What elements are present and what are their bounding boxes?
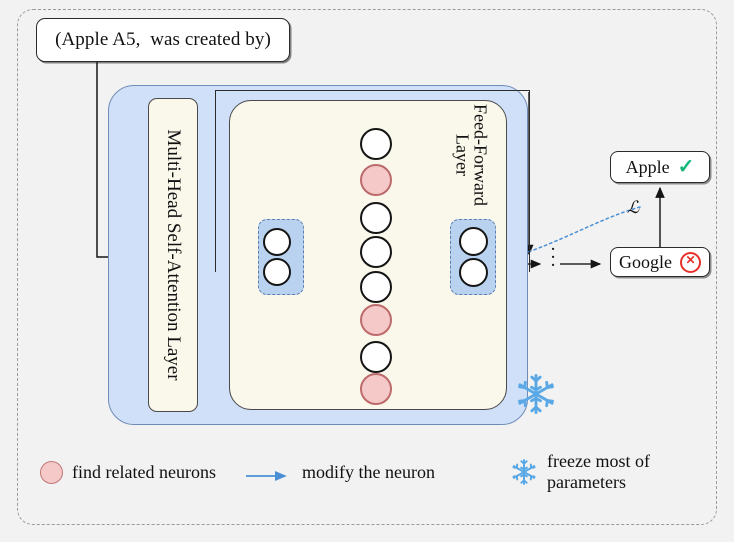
hidden-neuron-4[interactable] (360, 236, 392, 268)
input-neuron-1[interactable] (263, 228, 291, 256)
legend-label-modify: modify the neuron (302, 461, 435, 482)
correct-output-box[interactable]: Apple ✓ (610, 151, 710, 183)
ffn-label-line1: Feed-Forward (470, 104, 491, 206)
snowflake-icon (514, 372, 558, 416)
legend-item-modify-neuron: modify the neuron (245, 455, 435, 489)
attention-layer-label: Multi-Head Self-Attention Layer (163, 129, 184, 381)
hidden-neuron-5[interactable] (360, 271, 392, 303)
multi-head-self-attention-layer[interactable]: Multi-Head Self-Attention Layer (148, 98, 198, 412)
legend-label-freeze: freeze most of parameters (547, 451, 650, 492)
hidden-neuron-7[interactable] (360, 341, 392, 373)
incorrect-output-label: Google (619, 251, 672, 272)
ffn-label-line2: Layer (452, 134, 472, 176)
residual-connection-path (215, 90, 530, 272)
incorrect-output-box[interactable]: Google ✕ (610, 247, 710, 277)
x-circle-icon: ✕ (680, 251, 701, 273)
legend-label-find: find related neurons (72, 461, 216, 482)
hidden-neuron-1[interactable] (360, 128, 392, 160)
check-icon: ✓ (677, 156, 695, 178)
correct-output-label: Apple (625, 156, 670, 177)
hidden-neuron-2[interactable] (360, 164, 392, 196)
feed-forward-layer-label: Feed-Forward Layer (452, 104, 491, 206)
prompt-input-box[interactable]: (Apple A5, was created by) (36, 18, 290, 62)
blue-arrow-icon (245, 466, 293, 482)
loss-symbol-label: ℒ (627, 198, 640, 218)
output-neuron-2[interactable] (459, 258, 488, 287)
residual-connection-right-edge (529, 90, 531, 272)
hidden-neuron-3[interactable] (360, 202, 392, 234)
prompt-text: (Apple A5, was created by) (55, 29, 271, 50)
legend-item-find-related-neurons: find related neurons (40, 455, 216, 489)
layer-continuation-ellipsis: · · · (549, 239, 557, 276)
hidden-neuron-8[interactable] (360, 373, 392, 405)
pink-circle-icon (40, 460, 63, 484)
output-neuron-1[interactable] (459, 227, 488, 256)
legend-item-freeze-parameters: freeze most of parameters (510, 451, 700, 492)
outer-dashed-frame (17, 9, 717, 525)
input-neuron-2[interactable] (263, 258, 291, 286)
hidden-neuron-6[interactable] (360, 304, 392, 336)
legend: find related neurons modify the neuron (40, 451, 700, 492)
feed-forward-layer-label-wrap: Feed-Forward Layer (440, 95, 502, 215)
snowflake-icon (510, 458, 538, 486)
